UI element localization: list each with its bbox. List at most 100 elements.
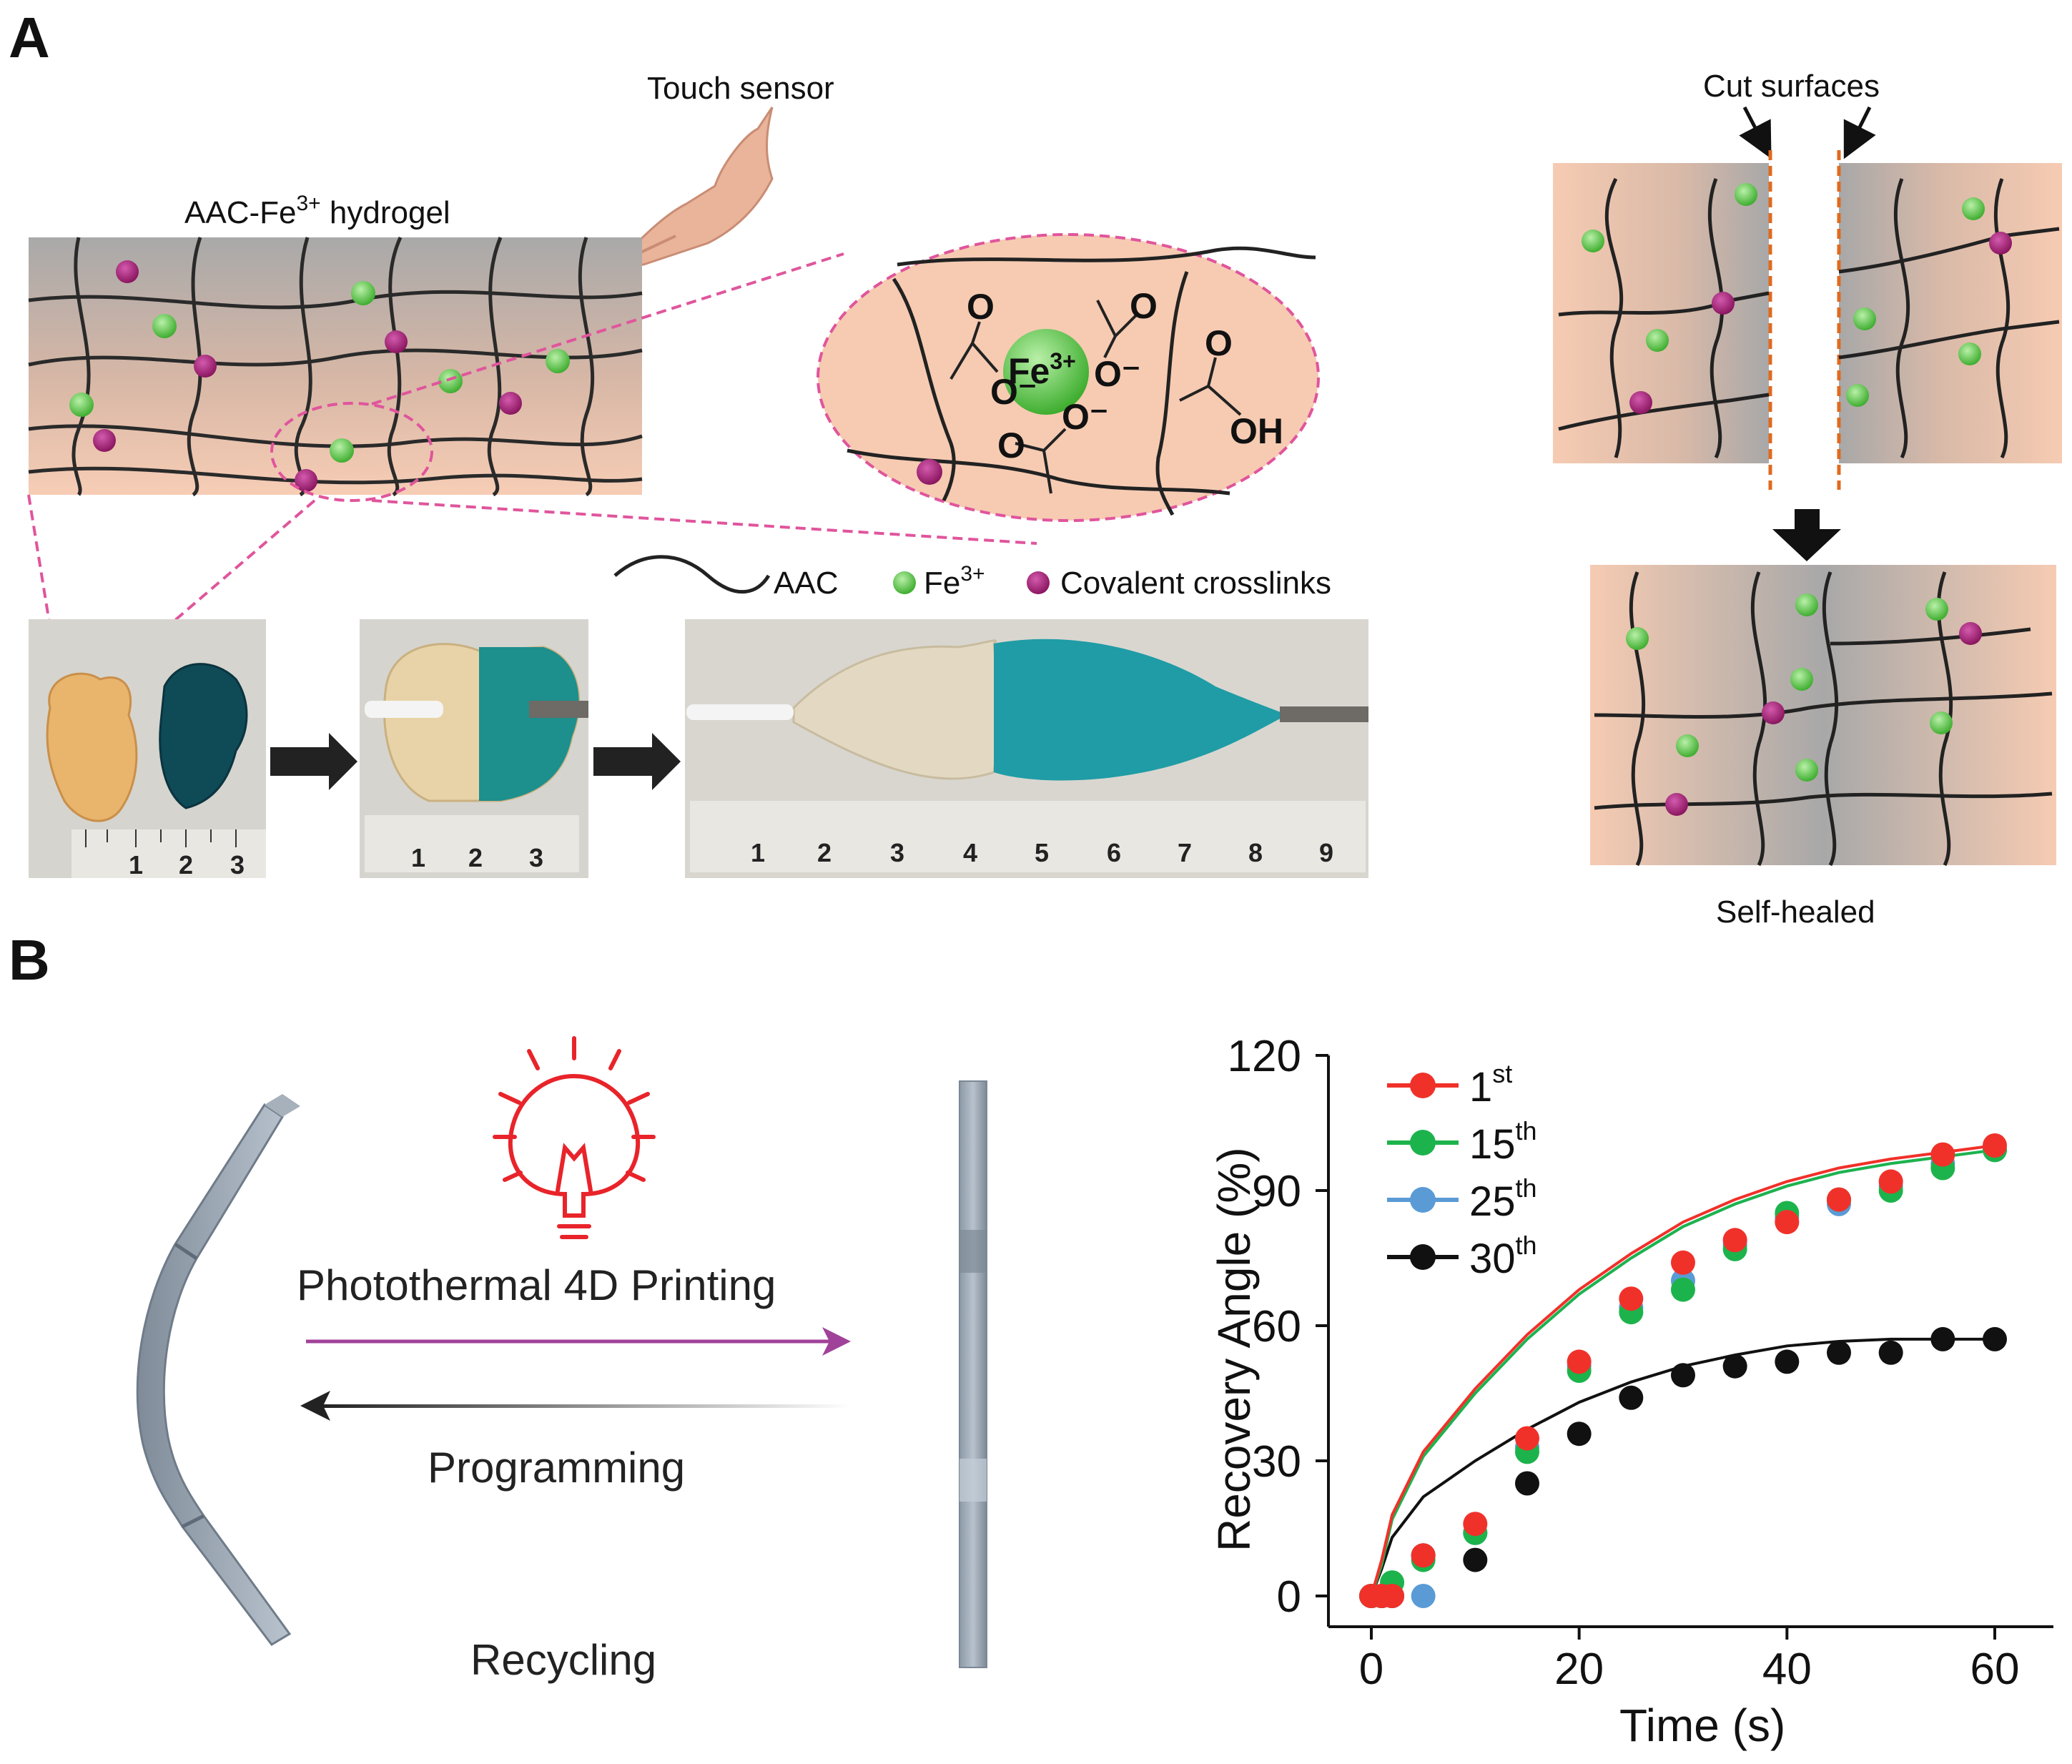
svg-text:O⁻: O⁻ <box>1094 354 1140 394</box>
data-point-30th <box>1515 1471 1539 1496</box>
fit-line-30th <box>1370 1337 1995 1597</box>
y-axis-title: Recovery Angle (%) <box>1208 1147 1260 1552</box>
crosslinks-hydrogel <box>93 260 522 492</box>
svg-text:O⁻: O⁻ <box>1062 397 1108 437</box>
svg-text:O: O <box>1130 286 1158 326</box>
forward-arrow <box>306 1327 851 1356</box>
data-point-30th <box>1930 1326 1955 1351</box>
cut-block-right <box>1839 163 2062 463</box>
data-point-30th <box>1878 1340 1903 1365</box>
healed-fe-ions <box>1626 593 1953 782</box>
svg-text:3: 3 <box>890 838 904 867</box>
data-point-1st <box>1411 1543 1436 1568</box>
y-tick-label: 0 <box>1277 1572 1301 1622</box>
data-point-30th <box>1775 1349 1800 1374</box>
arrow-right-2 <box>593 733 681 790</box>
straight-bar <box>959 1080 987 1668</box>
y-tick-label: 90 <box>1252 1167 1301 1216</box>
ruler2-numbers: 1 2 3 <box>411 843 543 872</box>
chart-fits <box>1370 1144 1995 1597</box>
data-point-1st <box>1671 1250 1695 1275</box>
hydrogel-label: AAC-Fe3+ hydrogel <box>184 192 450 230</box>
svg-text:5: 5 <box>1035 838 1049 867</box>
x-tick-label: 0 <box>1359 1645 1383 1694</box>
data-point-1st <box>1567 1349 1592 1374</box>
data-point-30th <box>1619 1385 1644 1410</box>
backward-process-label: Programming <box>428 1444 685 1492</box>
legend-label: 25th <box>1469 1173 1537 1225</box>
data-point-1st <box>1983 1133 2007 1158</box>
legend-fe: Fe3+ <box>924 562 985 601</box>
bent-bar <box>136 1094 300 1646</box>
data-point-30th <box>1671 1363 1695 1388</box>
data-point-1st <box>1515 1426 1539 1451</box>
data-point-1st <box>1619 1286 1644 1311</box>
svg-text:O: O <box>967 287 995 327</box>
legend-marker <box>1410 1130 1436 1156</box>
cut-arrow-left <box>1739 106 1772 159</box>
svg-text:7: 7 <box>1178 838 1192 867</box>
data-point-30th <box>1827 1340 1851 1365</box>
svg-text:2: 2 <box>179 850 193 879</box>
svg-text:1: 1 <box>411 843 425 872</box>
data-point-30th <box>1463 1547 1488 1572</box>
x-tick-label: 60 <box>1970 1645 2020 1694</box>
zoom-region-ellipse <box>270 402 433 502</box>
x-tick-label: 40 <box>1762 1645 1812 1694</box>
cut-surfaces-label: Cut surfaces <box>1703 69 1880 104</box>
photo-joined <box>360 619 588 878</box>
touch-sensor-label: Touch sensor <box>647 71 834 106</box>
healed-crosslinks <box>1665 622 1982 816</box>
svg-text:9: 9 <box>1319 838 1333 867</box>
y-tick-label: 120 <box>1228 1032 1301 1081</box>
fe-ion-center <box>1003 329 1089 415</box>
aac-wave-icon <box>613 555 771 594</box>
photo-pieces <box>29 619 266 878</box>
panel-b-letter: B <box>9 928 50 992</box>
data-point-1st <box>1878 1169 1903 1194</box>
svg-text:1: 1 <box>129 850 143 879</box>
fit-line-1st <box>1370 1144 1995 1597</box>
svg-text:1: 1 <box>751 838 765 867</box>
svg-text:6: 6 <box>1107 838 1121 867</box>
fit-line-15th <box>1370 1148 1995 1597</box>
svg-text:4: 4 <box>963 838 977 867</box>
data-point-1st <box>1775 1210 1800 1235</box>
cut-crosslinks <box>1629 232 2012 414</box>
data-point-30th <box>1567 1421 1592 1447</box>
legend-row: AAC Fe3+ Covalent crosslinks <box>613 555 1331 601</box>
svg-text:O⁻: O⁻ <box>990 372 1037 412</box>
ruler3-numbers: 1 2 3 4 5 6 7 8 9 <box>751 838 1333 867</box>
ruler1-numbers: 1 2 3 <box>129 850 245 879</box>
legend-crosslink: Covalent crosslinks <box>1060 566 1331 601</box>
svg-text:O: O <box>997 425 1025 465</box>
data-point-1st <box>1930 1142 1955 1167</box>
svg-text:OH: OH <box>1230 411 1283 451</box>
svg-text:2: 2 <box>468 843 483 872</box>
y-tick-label: 30 <box>1252 1437 1301 1487</box>
legend-label: 30th <box>1469 1231 1537 1282</box>
svg-text:8: 8 <box>1248 838 1263 867</box>
chemistry-chains <box>847 246 1316 516</box>
data-point-15th <box>1671 1277 1695 1302</box>
cut-arrow-right <box>1843 106 1876 159</box>
carboxylate-labels: O O⁻ O O⁻ O O⁻ O OH <box>967 286 1283 465</box>
legend-label: 15th <box>1469 1116 1537 1168</box>
data-point-1st <box>1827 1187 1851 1212</box>
fe-ions-hydrogel <box>69 281 570 463</box>
cut-fe-ions <box>1582 183 1985 407</box>
legend-crosslink-icon <box>1027 571 1050 594</box>
legend-marker <box>1410 1073 1436 1098</box>
recycling-label: Recycling <box>470 1636 656 1684</box>
y-tick-label: 60 <box>1252 1302 1301 1351</box>
svg-text:2: 2 <box>817 838 832 867</box>
legend-fe-icon <box>893 571 916 594</box>
backward-arrow <box>300 1391 851 1421</box>
x-axis-title: Time (s) <box>1619 1700 1785 1751</box>
svg-text:O: O <box>1205 323 1233 363</box>
forward-process-label: Photothermal 4D Printing <box>297 1261 776 1309</box>
data-point-1st <box>1722 1228 1747 1253</box>
lightbulb-icon <box>493 1036 656 1239</box>
